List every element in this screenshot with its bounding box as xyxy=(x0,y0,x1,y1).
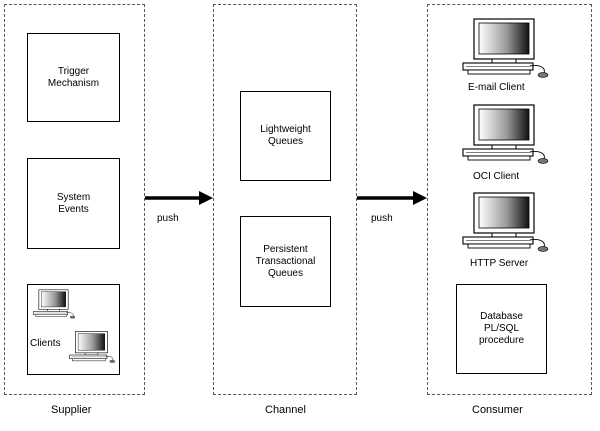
persistent-queues-box: Persistent Transactional Queues xyxy=(240,216,331,307)
push-arrow-icon xyxy=(145,191,213,205)
clients-box: Clients xyxy=(27,284,120,375)
email-client-label: E-mail Client xyxy=(468,82,525,93)
channel-column xyxy=(213,4,357,395)
client-computer-icon xyxy=(68,329,116,365)
email-client-computer-icon xyxy=(460,18,550,78)
push-label: push xyxy=(371,213,393,224)
plsql-procedure-box: Database PL/SQL procedure xyxy=(456,284,547,374)
consumer-column xyxy=(427,4,592,395)
http-server-label: HTTP Server xyxy=(470,258,529,269)
channel-label: Channel xyxy=(265,404,306,416)
http-server-computer-icon xyxy=(460,192,550,252)
oci-client-label: OCI Client xyxy=(473,171,520,182)
push-label: push xyxy=(157,213,179,224)
push-arrow-icon xyxy=(357,191,427,205)
consumer-label: Consumer xyxy=(472,404,523,416)
clients-label: Clients xyxy=(30,338,61,349)
client-computer-icon xyxy=(32,288,76,320)
supplier-label: Supplier xyxy=(51,404,92,416)
trigger-mechanism-box: Trigger Mechanism xyxy=(27,33,120,122)
oci-client-computer-icon xyxy=(460,104,550,164)
system-events-box: System Events xyxy=(27,158,120,249)
supplier-column xyxy=(4,4,145,395)
lightweight-queues-box: Lightweight Queues xyxy=(240,91,331,181)
